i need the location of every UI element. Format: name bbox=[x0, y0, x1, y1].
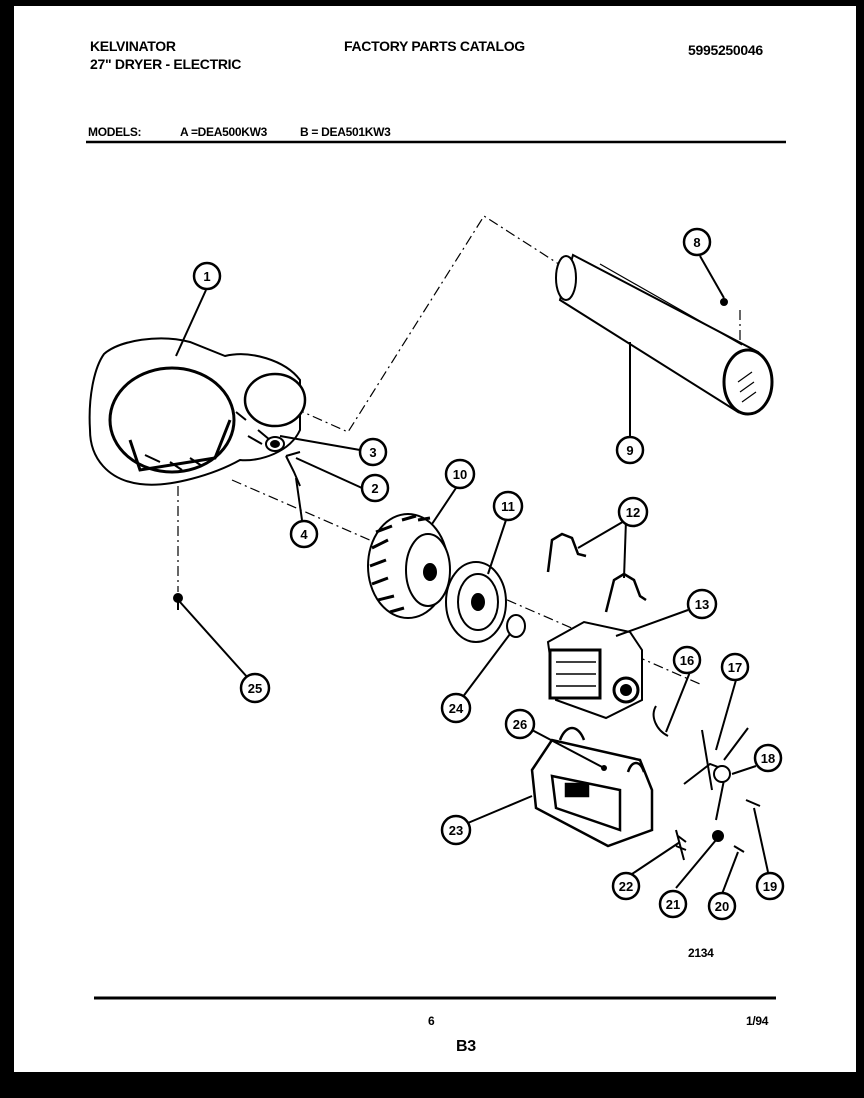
catalog-number: 5995250046 bbox=[688, 42, 763, 58]
callout-20: 20 bbox=[707, 891, 737, 921]
leader-lines bbox=[175, 255, 769, 895]
screw-part-8 bbox=[720, 298, 728, 306]
svg-text:13: 13 bbox=[695, 597, 709, 612]
svg-text:10: 10 bbox=[453, 467, 467, 482]
product-name: 27" DRYER - ELECTRIC bbox=[90, 56, 242, 72]
callout-24: 24 bbox=[440, 692, 472, 724]
callout-19: 19 bbox=[755, 871, 785, 901]
callout-17: 17 bbox=[720, 652, 750, 682]
svg-text:21: 21 bbox=[666, 897, 680, 912]
svg-text:25: 25 bbox=[248, 681, 262, 696]
bushing-part bbox=[506, 614, 526, 638]
svg-text:11: 11 bbox=[501, 499, 515, 514]
svg-text:3: 3 bbox=[369, 445, 376, 460]
svg-text:20: 20 bbox=[715, 899, 729, 914]
svg-text:24: 24 bbox=[449, 701, 464, 716]
svg-text:12: 12 bbox=[626, 505, 640, 520]
svg-text:26: 26 bbox=[513, 717, 527, 732]
model-b: B = DEA501KW3 bbox=[300, 125, 391, 139]
callout-4: 4 bbox=[289, 519, 319, 549]
callout-25: 25 bbox=[239, 672, 271, 704]
svg-text:22: 22 bbox=[619, 879, 633, 894]
svg-text:9: 9 bbox=[626, 443, 633, 458]
blower-wheel-part bbox=[367, 513, 451, 619]
motor-mount-part bbox=[530, 726, 654, 848]
svg-text:1: 1 bbox=[203, 269, 210, 284]
small-hardware-parts bbox=[235, 411, 301, 487]
svg-text:2: 2 bbox=[371, 481, 378, 496]
svg-text:23: 23 bbox=[449, 823, 463, 838]
page-number: 6 bbox=[428, 1014, 435, 1028]
svg-text:19: 19 bbox=[763, 879, 777, 894]
callout-1: 1 bbox=[192, 261, 222, 291]
svg-text:18: 18 bbox=[761, 751, 775, 766]
callout-18: 18 bbox=[753, 743, 783, 773]
drawing-number: 2134 bbox=[688, 946, 714, 960]
svg-text:17: 17 bbox=[728, 660, 742, 675]
callout-3: 3 bbox=[358, 437, 388, 467]
brand-name: KELVINATOR bbox=[90, 38, 176, 54]
callout-9: 9 bbox=[615, 435, 645, 465]
svg-text:4: 4 bbox=[300, 527, 308, 542]
callout-13: 13 bbox=[686, 588, 718, 620]
svg-text:8: 8 bbox=[693, 235, 700, 250]
callout-2: 2 bbox=[360, 473, 390, 503]
callout-26: 26 bbox=[504, 708, 536, 740]
callout-22: 22 bbox=[611, 871, 641, 901]
callout-11: 11 bbox=[492, 490, 524, 522]
section-code: B3 bbox=[456, 1038, 476, 1055]
exhaust-duct-part bbox=[555, 253, 774, 416]
catalog-title: FACTORY PARTS CATALOG bbox=[344, 38, 525, 54]
blower-housing-part bbox=[88, 337, 307, 486]
callout-10: 10 bbox=[444, 458, 476, 490]
motor-clamp-parts bbox=[546, 532, 647, 613]
idler-assembly-parts bbox=[652, 705, 761, 861]
screw-part-25 bbox=[173, 593, 183, 610]
motor-part bbox=[546, 620, 643, 720]
callout-21: 21 bbox=[658, 889, 688, 919]
pulley-disc-part bbox=[445, 561, 507, 643]
callout-bubbles: 1 2 3 4 8 9 10 11 12 13 16 17 18 19 20 2… bbox=[192, 227, 785, 921]
revision-date: 1/94 bbox=[746, 1014, 769, 1028]
callout-16: 16 bbox=[672, 645, 702, 675]
callout-23: 23 bbox=[440, 814, 472, 846]
callout-12: 12 bbox=[617, 496, 649, 528]
callout-8: 8 bbox=[682, 227, 712, 257]
models-label: MODELS: bbox=[88, 125, 142, 139]
model-a: A =DEA500KW3 bbox=[180, 125, 267, 139]
svg-text:16: 16 bbox=[680, 653, 694, 668]
